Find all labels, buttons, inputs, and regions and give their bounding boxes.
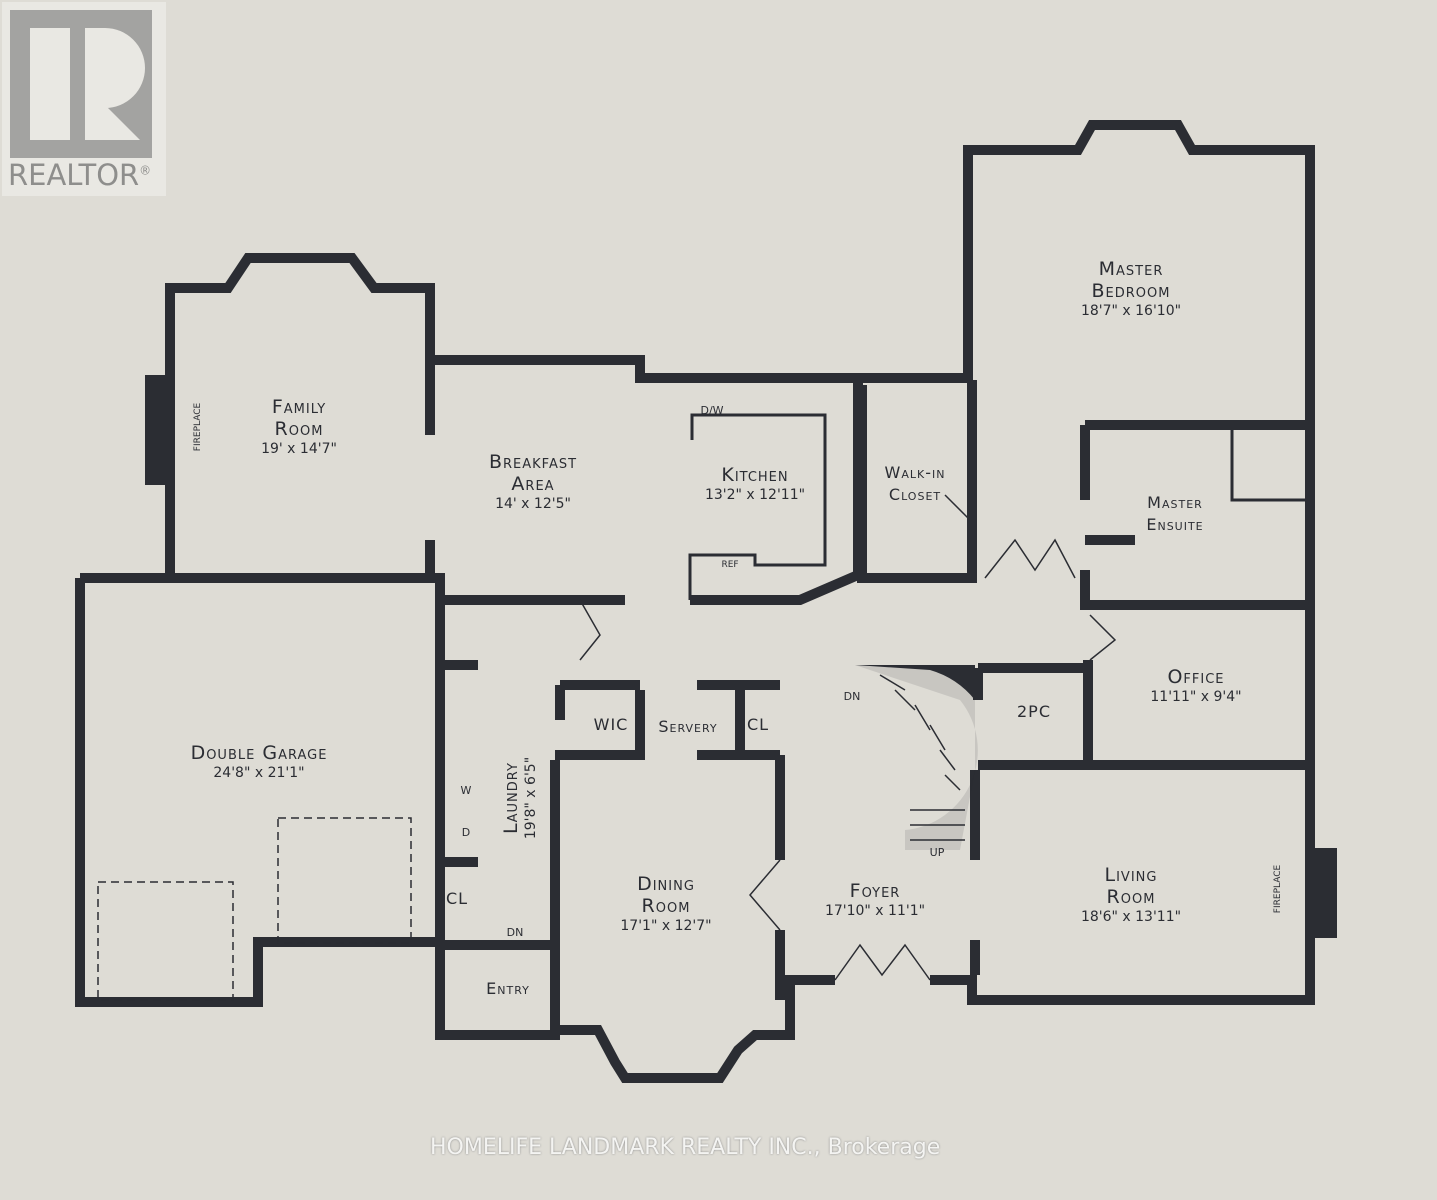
realtor-logo: REALTOR®: [2, 2, 166, 196]
realtor-logo-text: REALTOR®: [8, 158, 152, 192]
refrigerator-label: REF: [721, 560, 739, 570]
staircase[interactable]: [855, 665, 978, 850]
fireplace-left: [145, 375, 170, 485]
fireplace-left-label: FIREPLACE: [193, 402, 203, 452]
washer-label: W: [460, 784, 472, 797]
stair-treads: [879, 674, 965, 841]
stair-solid-core: [855, 665, 975, 700]
stair-up-label: UP: [929, 846, 945, 859]
walls: [75, 120, 1315, 1083]
room-closet-servery: CL: [746, 715, 770, 734]
windows: [81, 355, 1250, 1032]
fireplace-right-label: FIREPLACE: [1273, 864, 1283, 914]
room-entry: Entry: [486, 979, 530, 998]
dishwasher-label: D/W: [700, 404, 724, 417]
fireplace-right: [1312, 848, 1337, 938]
brokerage-watermark: HOMELIFE LANDMARK REALTY INC., Brokerage: [430, 1135, 941, 1160]
room-servery: Servery: [658, 717, 718, 736]
room-wic: WIC: [593, 715, 629, 734]
room-2pc-bath: 2PC: [1017, 702, 1051, 721]
room-closet-laundry: CL: [445, 889, 469, 908]
parking-spaces: [97, 817, 412, 1001]
dryer-label: D: [461, 826, 471, 839]
stair-down-label: DN: [843, 690, 861, 703]
realtor-r-mark: [10, 10, 152, 158]
entry-down-label: DN: [506, 926, 524, 939]
door-swings: [579, 494, 1117, 981]
